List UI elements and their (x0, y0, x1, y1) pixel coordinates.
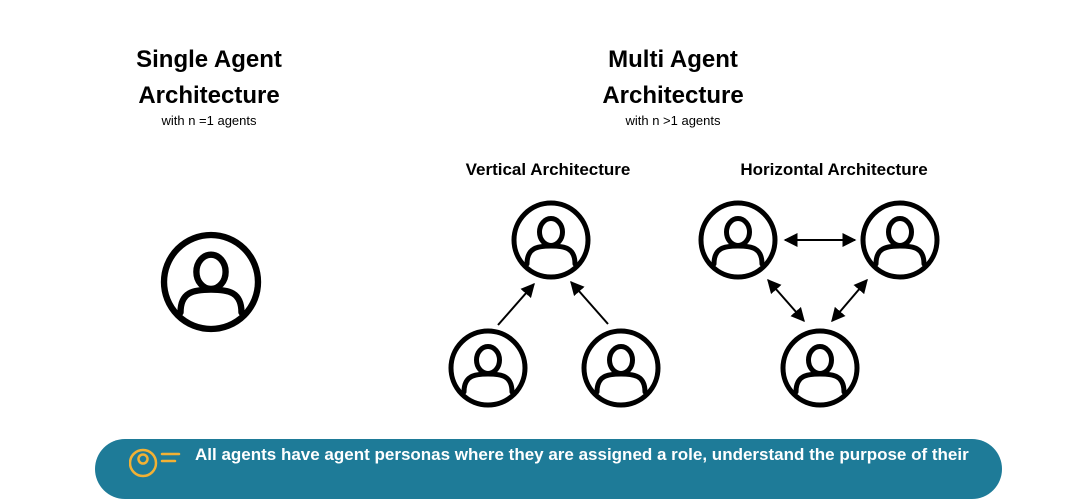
vertical-left-agent-icon (451, 331, 525, 405)
banner-text: All agents have agent personas where the… (195, 445, 969, 464)
vertical-left-arrow (497, 282, 535, 326)
vertical-architecture-title: Vertical Architecture (465, 160, 631, 179)
vertical-top-agent-icon (514, 203, 588, 277)
vertical-right-agent-icon (584, 331, 658, 405)
horizontal-right-arrow (831, 278, 868, 323)
persona-icon (129, 448, 181, 478)
horizontal-bottom-agent-icon (783, 331, 857, 405)
single-agent-title-line1: Single Agent (136, 46, 282, 73)
single-agent-title-line2: Architecture (138, 82, 280, 109)
horizontal-left-agent-icon (701, 203, 775, 277)
single-agent-title: Single Agent Architecture (109, 42, 309, 114)
horizontal-right-agent-icon (863, 203, 937, 277)
info-banner: All agents have agent personas where the… (95, 439, 1002, 499)
multi-agent-subtitle: with n >1 agents (625, 113, 721, 128)
single-agent-icon (164, 235, 258, 329)
multi-agent-title-line2: Architecture (602, 82, 744, 109)
multi-agent-title: Multi Agent Architecture (573, 42, 773, 114)
horizontal-left-arrow (767, 278, 805, 323)
horizontal-architecture-title: Horizontal Architecture (740, 160, 928, 179)
vertical-right-arrow (570, 280, 609, 325)
multi-agent-title-line1: Multi Agent (608, 46, 738, 73)
single-agent-subtitle: with n =1 agents (161, 113, 257, 128)
architecture-diagram (0, 0, 1080, 459)
